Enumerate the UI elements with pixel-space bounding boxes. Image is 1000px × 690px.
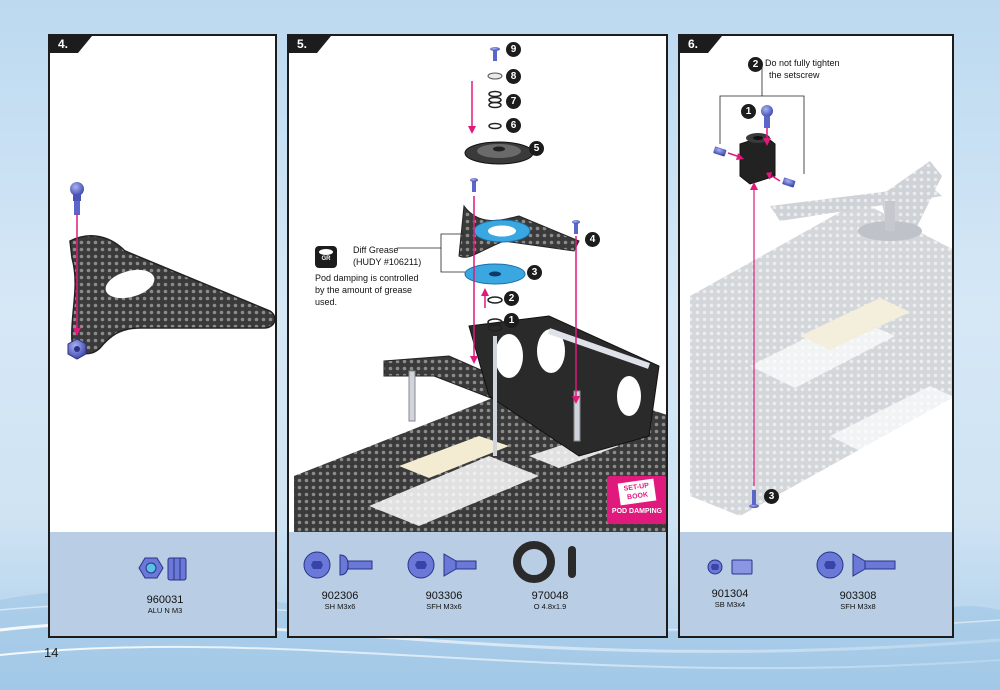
pod-top-plate: [458, 204, 580, 258]
part-desc: SFH M3x6: [426, 602, 462, 611]
step-number: 4.: [50, 36, 92, 53]
setscrew-icon: [707, 559, 753, 575]
callout-1: 1: [504, 313, 519, 328]
setup-book-badge: SET-UP BOOK POD DAMPING: [607, 476, 666, 524]
part-970048: 970048 O 4.8x1.9: [505, 540, 595, 611]
setscrew-icon: [713, 146, 796, 188]
parts-tray: 960031 ALU N M3: [50, 532, 275, 636]
step-number: 6.: [680, 36, 722, 53]
callout-1: 1: [741, 104, 756, 119]
step-5-panel: 5.: [287, 34, 668, 638]
part-902306: 902306 SH M3x6: [295, 546, 385, 611]
o-ring-icon: [513, 541, 576, 583]
pod-damping-note: Pod damping is controlled by the amount …: [315, 273, 419, 307]
step-5-illustration: [294, 47, 666, 536]
ball-stud-icon: [70, 182, 84, 215]
part-desc: SB M3x4: [714, 600, 746, 609]
callout-9: 9: [506, 42, 521, 57]
step-6-panel: 6.: [678, 34, 954, 638]
callout-3: 3: [527, 265, 542, 280]
part-desc: ALU N M3: [147, 606, 183, 615]
setup-book-icon: SET-UP BOOK: [617, 478, 657, 506]
parts-tray: 902306 SH M3x6 903306 SFH M3x6 970048 O …: [289, 532, 666, 636]
part-desc: SH M3x6: [324, 602, 356, 611]
part-code: 970048: [531, 590, 569, 602]
part-desc: O 4.8x1.9: [533, 602, 567, 611]
ball-stud-icon: [761, 105, 773, 128]
pod-damping-label: POD DAMPING: [611, 508, 663, 515]
step-number: 5.: [289, 36, 331, 53]
flat-head-screw-icon: [749, 490, 759, 508]
flat-head-screw-icon: [490, 47, 500, 61]
part-903308: 903308 SFH M3x8: [808, 546, 908, 611]
part-code: 903306: [425, 590, 463, 602]
carbon-plate: [69, 235, 275, 355]
diff-disc: [464, 141, 534, 165]
nut-icon: [138, 557, 187, 581]
nut-icon: [67, 338, 87, 360]
diff-grease-icon: GR: [315, 246, 337, 268]
callout-4: 4: [585, 232, 600, 247]
callout-2: 2: [504, 291, 519, 306]
page-number: 14: [44, 645, 59, 660]
callout-6: 6: [506, 118, 521, 133]
button-head-screw-icon: [303, 551, 373, 579]
parts-tray: 901304 SB M3x4 903308 SFH M3x8: [680, 532, 952, 636]
part-desc: SFH M3x8: [840, 602, 876, 611]
flat-head-screw-icon: [816, 551, 896, 579]
callout-3: 3: [764, 489, 779, 504]
grease-label: Diff Grease (HUDY #106211): [353, 245, 422, 267]
part-code: 960031: [146, 594, 184, 606]
part-code: 903308: [839, 590, 877, 602]
part-code: 902306: [321, 590, 359, 602]
diff-clamp: [739, 133, 776, 185]
step-4-illustration: [67, 182, 275, 360]
part-code: 901304: [711, 588, 749, 600]
callout-5: 5: [529, 141, 544, 156]
callout-2: 2: [748, 57, 763, 72]
setscrew-note: Do not fully tighten the setscrew: [765, 58, 840, 80]
part-903306: 903306 SFH M3x6: [399, 546, 489, 611]
callout-8: 8: [506, 69, 521, 84]
part-960031: 960031 ALU N M3: [110, 554, 220, 615]
part-901304: 901304 SB M3x4: [690, 552, 770, 609]
step-6-illustration: [690, 66, 952, 516]
pod-mount: [468, 315, 660, 457]
flat-head-screw-icon: [407, 551, 477, 579]
callout-7: 7: [506, 94, 521, 109]
step-4-panel: 4.: [48, 34, 277, 638]
